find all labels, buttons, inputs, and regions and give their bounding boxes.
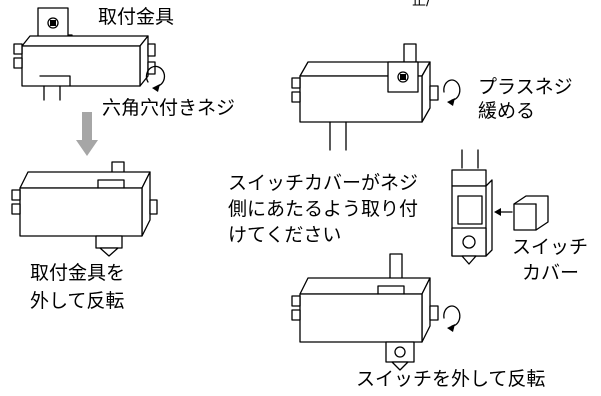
label-top-fragment: 正/: [412, 0, 431, 9]
label-attach-note-1: スイッチカバーがネジ: [228, 172, 419, 194]
label-attach-note-3: けてください: [228, 224, 342, 246]
nozzle-unit-switch-flipped: [291, 253, 439, 371]
switch-cover: [513, 195, 549, 231]
label-switch-cover-1: スイッチ: [512, 236, 589, 258]
label-hex-screw: 六角穴付きネジ: [102, 97, 236, 119]
label-remove-flip-bracket-2: 外して反転: [30, 290, 125, 312]
arrow-down-icon: [76, 112, 98, 156]
rotate-cw-icon: [145, 65, 166, 92]
label-bracket: 取付金具: [98, 6, 175, 28]
label-plus-screw-2: 緩める: [478, 100, 536, 122]
nozzle-unit-loosen-screw: [291, 43, 439, 151]
rotate-cw-icon: [443, 305, 461, 332]
switch-assembly: [451, 149, 493, 265]
label-remove-flip-bracket-1: 取付金具を: [30, 262, 126, 284]
label-switch-cover-2: カバー: [522, 262, 580, 284]
nozzle-unit-flipped: [11, 161, 158, 257]
label-attach-note-2: 側にあたるよう取り付: [228, 198, 419, 220]
label-remove-flip-switch: スイッチを外して反転: [356, 368, 546, 390]
rotate-cw-icon: [443, 79, 461, 106]
label-plus-screw-1: プラスネジ: [478, 76, 573, 98]
arrow-left-icon: [494, 208, 513, 216]
nozzle-unit-with-bracket: [13, 7, 156, 101]
